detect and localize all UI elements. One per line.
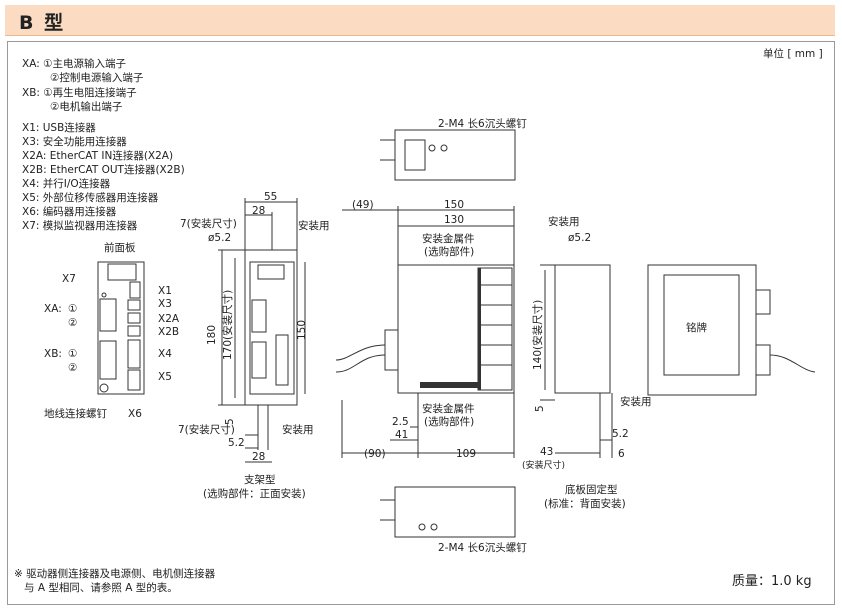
front-x2a: X2A: [158, 313, 180, 325]
section-header: B 型: [5, 5, 835, 36]
bracket-mount2: 安装用: [282, 424, 314, 436]
rear-d140: 140(安装尺寸): [532, 299, 544, 370]
rear-d6: 6: [618, 448, 625, 460]
top-view-body: [394, 129, 516, 181]
legend-xb-1: XB: ①再生电阻连接端子: [22, 87, 137, 99]
legend-x3: X3: 安全功能用连接器: [22, 136, 127, 148]
screw-bottom: 2-M4 长6沉头螺钉: [438, 542, 527, 554]
bracket-d7bot: 7(安装尺寸): [178, 424, 235, 436]
rear-d43b: (安装尺寸): [522, 461, 566, 471]
bracket-d7top: 7(安装尺寸): [180, 218, 237, 230]
unit-label: 单位 [ mm ]: [763, 48, 823, 60]
bracket-d28: 28: [252, 205, 266, 217]
legend-xa-1: XA: ①主电源输入端子: [22, 58, 126, 70]
side-fit2: 安装金属件: [422, 403, 475, 415]
side-d25: 2.5: [392, 416, 409, 428]
legend-xa-2: ②控制电源输入端子: [50, 72, 144, 84]
legend-x4: X4: 并行I/O连接器: [22, 178, 111, 190]
front-x7: X7: [62, 273, 76, 285]
rear-d52b: 5.2: [612, 428, 629, 440]
rear-plate: 铭牌: [686, 322, 707, 334]
bracket-d55: 55: [264, 191, 278, 203]
front-title: 前面板: [104, 242, 136, 254]
legend-x2b: X2B: EtherCAT OUT连接器(X2B): [22, 164, 185, 176]
front-x6: X6: [128, 408, 142, 420]
front-panel-body: [97, 261, 145, 395]
side-d49: (49): [352, 199, 374, 211]
rear-d43: 43: [540, 446, 554, 458]
legend-x1: X1: USB连接器: [22, 122, 96, 134]
front-x2b: X2B: [158, 326, 180, 338]
front-ground: 地线连接螺钉: [44, 408, 107, 420]
legend-x6: X6: 编码器用连接器: [22, 206, 117, 218]
bracket-caption-1: 支架型: [244, 474, 276, 486]
side-d90: (90): [364, 448, 386, 460]
bracket-d150: 150: [296, 319, 308, 340]
rear-d52: ø5.2: [568, 232, 592, 244]
drawing-frame: [7, 41, 835, 605]
front-xa1: ①: [68, 303, 78, 315]
front-xb1: ①: [68, 348, 78, 360]
rear-view-body: [554, 264, 611, 394]
front-x1: X1: [158, 285, 172, 297]
front-xb2: ②: [68, 362, 78, 374]
legend-x5: X5: 外部位移传感器用连接器: [22, 192, 159, 204]
bracket-d52b: 5.2: [228, 437, 245, 449]
bracket-d52: ø5.2: [208, 232, 232, 244]
legend-x7: X7: 模拟监视器用连接器: [22, 220, 138, 232]
bracket-caption-2: (选购部件：正面安装): [203, 488, 306, 500]
front-x3: X3: [158, 298, 172, 310]
front-x5: X5: [158, 371, 172, 383]
section-title: B 型: [19, 12, 66, 34]
front-xa2: ②: [68, 317, 78, 329]
bracket-d180: 180: [206, 324, 218, 345]
rear-mount2: 安装用: [620, 396, 652, 408]
rear-mount: 安装用: [548, 216, 580, 228]
mass-label: 质量：1.0 kg: [732, 574, 812, 589]
note-line-2: 与 A 型相同、请参照 A 型的表。: [24, 582, 178, 594]
rear-d5: 5: [534, 405, 546, 412]
front-x4: X4: [158, 348, 172, 360]
bracket-plate: [244, 249, 298, 406]
bracket-d28b: 28: [252, 451, 266, 463]
side-fit1b: (选购部件): [424, 246, 475, 258]
side-d150: 150: [444, 199, 465, 211]
note-line-1: ※ 驱动器侧连接器及电源侧、电机侧连接器: [14, 568, 216, 580]
screw-top: 2-M4 长6沉头螺钉: [438, 118, 527, 130]
side-fit1: 安装金属件: [422, 233, 475, 245]
bracket-d170: 170(安装尺寸): [222, 289, 234, 360]
bottom-view-body: [394, 486, 516, 538]
legend-xb-2: ②电机输出端子: [50, 101, 123, 113]
side-fit2b: (选购部件): [424, 416, 475, 428]
side-d41: 41: [395, 429, 409, 441]
rear-caption-1: 底板固定型: [565, 484, 618, 496]
side-view-body: [397, 264, 515, 394]
legend-x2a: X2A: EtherCAT IN连接器(X2A): [22, 150, 174, 162]
side-d109: 109: [456, 448, 477, 460]
front-xb: XB:: [44, 348, 62, 360]
rear-caption-2: (标准：背面安装): [544, 498, 626, 510]
side-d130: 130: [444, 214, 465, 226]
bracket-mount: 安装用: [298, 220, 330, 232]
front-xa: XA:: [44, 303, 62, 315]
